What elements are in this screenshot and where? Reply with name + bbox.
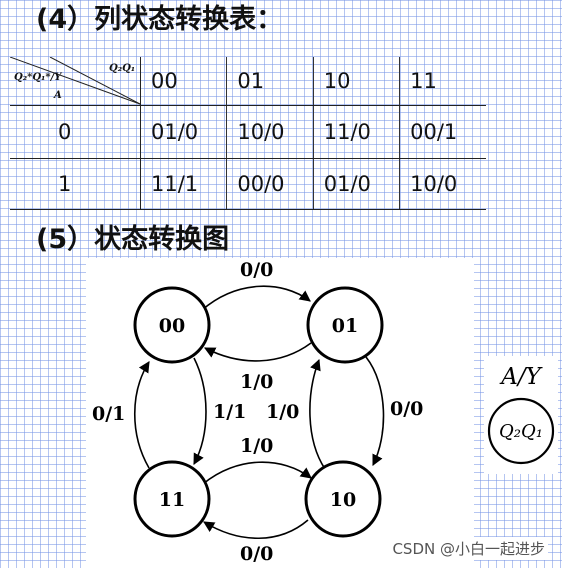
- table-header-row: Q₂Q₁ Q₂*Q₁*/Y A 00 01 10 11: [10, 57, 486, 106]
- corner-present-state-label: Q₂Q₁: [109, 63, 136, 74]
- table-row: 1 11/1 00/0 01/0 10/0: [10, 158, 486, 210]
- table-cell: 10/0: [399, 158, 486, 210]
- table-cell: 00/0: [226, 158, 314, 210]
- state-node-11: 11: [133, 460, 211, 538]
- diagram-legend: A/Y Q₂Q₁: [484, 356, 558, 474]
- transition-10-to-11: [203, 519, 309, 539]
- state-node-01: 01: [306, 286, 384, 364]
- table-cell: 10/0: [226, 105, 314, 159]
- table-section-heading: (4）列状态转换表：: [36, 4, 284, 35]
- transition-01-to-00: [204, 342, 312, 362]
- table-corner-cell: Q₂Q₁ Q₂*Q₁*/Y A: [10, 57, 141, 106]
- column-header: 00: [140, 57, 228, 106]
- watermark: CSDN @小白一起进步: [389, 537, 548, 560]
- transition-label-00-11: 1/1: [213, 401, 246, 423]
- transition-01-to-10: [365, 356, 385, 467]
- transition-label-01-10: 0/0: [390, 398, 423, 420]
- state-label-01: 01: [332, 315, 358, 337]
- table-cell: 01/0: [140, 105, 228, 159]
- transition-10-to-01: [309, 358, 326, 470]
- column-header: 01: [226, 57, 314, 106]
- state-transition-table: Q₂Q₁ Q₂*Q₁*/Y A 00 01 10 11 0 01/0 10/0 …: [10, 57, 486, 210]
- transition-00-to-11: [193, 357, 207, 465]
- state-node-00: 00: [133, 286, 211, 364]
- column-header: 10: [313, 57, 401, 106]
- table-cell: 00/1: [399, 105, 486, 159]
- transition-11-to-10: [202, 461, 312, 485]
- state-label-00: 00: [159, 315, 185, 337]
- transition-11-to-00: [134, 361, 150, 469]
- corner-diagonal-lines: [10, 57, 140, 105]
- state-label-10: 10: [330, 489, 356, 511]
- corner-input-label: A: [54, 90, 62, 101]
- transition-label-11-10: 1/0: [240, 435, 273, 457]
- table-cell: 11/0: [313, 105, 401, 159]
- legend-node-label: Q₂Q₁: [499, 421, 543, 442]
- legend-node: [487, 397, 555, 465]
- diagram-section-heading: (5）状态转换图: [36, 224, 230, 255]
- state-label-11: 11: [159, 489, 185, 511]
- table-cell: 01/0: [313, 158, 401, 210]
- column-header: 11: [399, 57, 486, 106]
- row-input-label: 1: [10, 158, 141, 210]
- transition-label-10-11: 0/0: [240, 543, 273, 565]
- table-cell: 11/1: [140, 158, 228, 210]
- transition-00-to-01: [201, 285, 311, 311]
- transition-label-11-00: 0/1: [92, 403, 125, 425]
- table-row: 0 01/0 10/0 11/0 00/1: [10, 105, 486, 159]
- transition-label-10-01: 1/0: [266, 401, 299, 423]
- legend-title: A/Y: [499, 364, 543, 390]
- row-input-label: 0: [10, 105, 141, 159]
- transition-label-01-00: 1/0: [240, 371, 273, 393]
- transition-label-00-01: 0/0: [240, 259, 273, 281]
- state-node-10: 10: [304, 460, 382, 538]
- corner-next-state-output-label: Q₂*Q₁*/Y: [14, 72, 62, 83]
